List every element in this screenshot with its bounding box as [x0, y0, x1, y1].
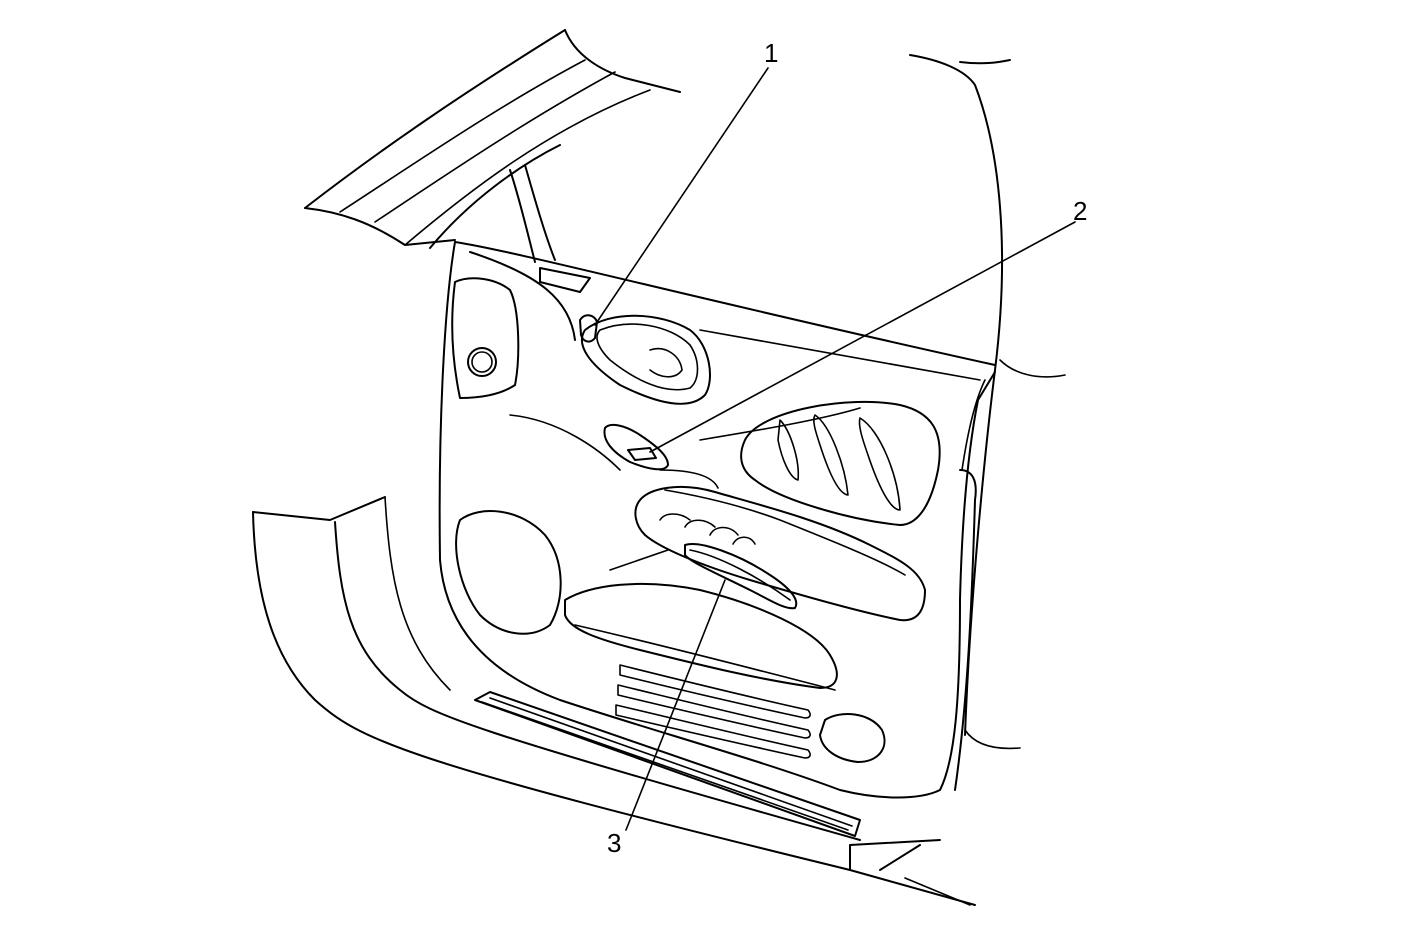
armrest [634, 469, 926, 622]
mirror-pad [451, 277, 520, 399]
lock-switch-bezel [603, 423, 669, 471]
map-pocket [564, 582, 838, 691]
callout-leader-1 [594, 67, 769, 326]
door-sill [252, 496, 976, 906]
callout-label-3: 3 [607, 828, 621, 858]
speaker-grille [455, 510, 669, 635]
door-panel-outline [438, 241, 996, 799]
pull-handle [684, 543, 798, 610]
callout-label-2: 2 [1073, 196, 1087, 226]
callout-leaders [594, 67, 1076, 831]
lower-speaker [819, 713, 886, 763]
lower-slots [615, 664, 811, 759]
sill-plate [474, 691, 861, 837]
seat-outline [909, 54, 1066, 750]
door-edge [954, 379, 986, 791]
window-trim [509, 164, 591, 293]
callout-leader-3 [625, 579, 726, 831]
upper-trim [509, 314, 711, 471]
callout-label-1: 1 [764, 38, 778, 68]
upper-vent-panel [699, 400, 941, 526]
windshield-pillar [304, 29, 681, 249]
callout-leader-2 [649, 221, 1076, 453]
